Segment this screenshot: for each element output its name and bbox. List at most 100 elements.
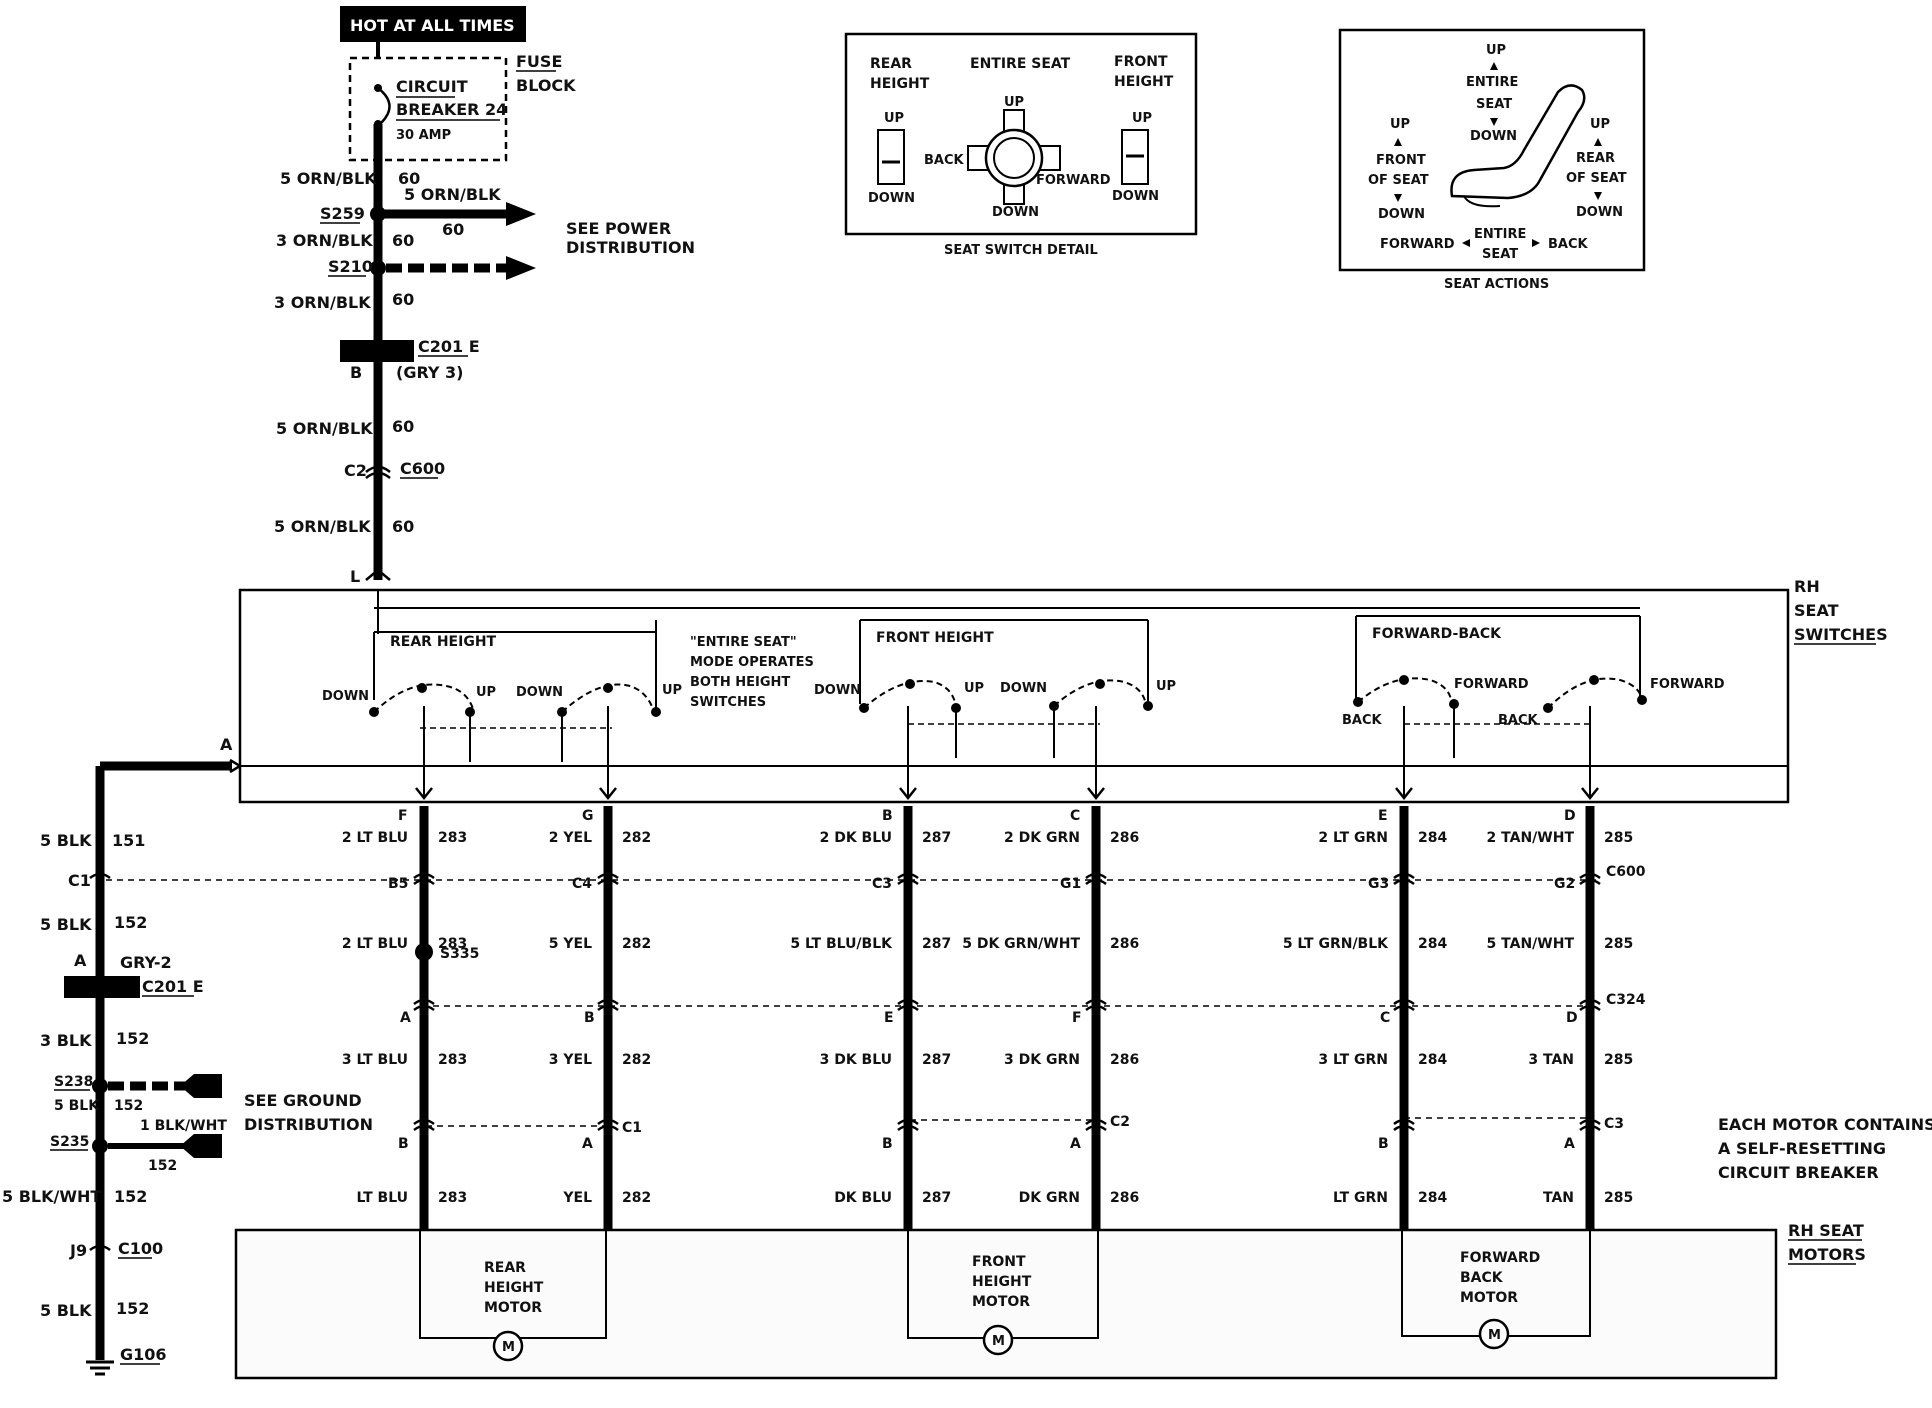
circuit-4-c324-pin: F (1072, 1010, 1082, 1026)
circuit-3-conn-1b (897, 1004, 919, 1012)
sa-down-2: DOWN (1378, 207, 1425, 222)
circuit-2-n1: 282 (622, 830, 651, 846)
circuit-2-arrow (599, 787, 617, 801)
gw-circ-4: 152 (114, 1098, 143, 1114)
motor-1-label-3: MOTOR (484, 1300, 542, 1316)
circuit-1-splice (415, 943, 433, 961)
feed-circ-3: 60 (392, 290, 414, 309)
motor-3-label-1: FORWARD (1460, 1250, 1540, 1266)
gw-c201e: C201 E (142, 977, 204, 996)
circuit-6-conn-0b (1579, 878, 1601, 886)
gw-circ-3: 152 (116, 1029, 149, 1048)
circuit-6-c324-pin: D (1566, 1010, 1578, 1026)
circuit-4-w2: 5 DK GRN/WHT (962, 936, 1080, 952)
front-height-switch-icon (1121, 129, 1149, 185)
circuit-4-c600-pin: G1 (1060, 876, 1081, 892)
sa-seat-2: SEAT (1482, 247, 1518, 262)
circuit-2-n4: 282 (622, 1052, 651, 1068)
circuit-6-w5: TAN (1543, 1190, 1574, 1206)
ssd-entire-seat: ENTIRE SEAT (970, 56, 1071, 72)
rh-seat-switches-box (238, 588, 1790, 804)
ssd-height: HEIGHT (870, 76, 930, 92)
circuit-6-w2: 5 TAN/WHT (1487, 936, 1575, 952)
circuit-4-w4: 3 DK GRN (1004, 1052, 1080, 1068)
circuit-4-n5: 286 (1110, 1190, 1139, 1206)
c201e-label: C201 E (418, 337, 480, 356)
circuit-2-w1: 2 YEL (549, 830, 592, 846)
circuit-2-conn-0b (597, 878, 619, 886)
circuit-1-splice-label: S335 (440, 946, 479, 962)
gry3-label: (GRY 3) (396, 363, 464, 382)
circuit-1-conn-0a (413, 872, 435, 880)
hot-at-all-times-box (340, 6, 526, 42)
fh-up-2: UP (1156, 679, 1176, 694)
circuit-2-conn-1b (597, 1004, 619, 1012)
circuit-1-top-pin: F (398, 808, 408, 824)
circuit-1-m-pin: B (398, 1136, 409, 1152)
circuit-5-w2: 5 LT GRN/BLK (1283, 936, 1389, 952)
circuit-4-n1: 286 (1110, 830, 1139, 846)
circuit-2-top-pin: G (582, 808, 594, 824)
ssd-forward: FORWARD (1036, 173, 1111, 188)
motor-note-2: A SELF-RESETTING (1718, 1139, 1886, 1158)
circuit-4-conn-0a (1085, 872, 1107, 880)
circuit-4-w1: 2 DK GRN (1004, 830, 1080, 846)
ssd-entire-up: UP (1004, 95, 1024, 110)
circuit-4-n2: 286 (1110, 936, 1139, 952)
sa-of-seat-2: OF SEAT (1566, 171, 1627, 186)
motor-2-label-2: HEIGHT (972, 1274, 1032, 1290)
feed-wire-2: 3 ORN/BLK (276, 231, 373, 250)
circuit-5-w4: 3 LT GRN (1318, 1052, 1388, 1068)
seat-switch-detail-caption: SEAT SWITCH DETAIL (944, 243, 1098, 258)
circuit-1-n5: 283 (438, 1190, 467, 1206)
circuit-2-w4: 3 YEL (549, 1052, 592, 1068)
circuit-6-w1: 2 TAN/WHT (1487, 830, 1575, 846)
gw-c100: C100 (118, 1239, 163, 1258)
circuit-5-n5: 284 (1418, 1190, 1447, 1206)
fb-forward-1: FORWARD (1454, 677, 1529, 692)
sa-front: FRONT (1376, 153, 1426, 168)
circuit-5-n1: 284 (1418, 830, 1447, 846)
gw-wire-2: 5 BLK (40, 915, 92, 934)
feed-wire-4: 5 ORN/BLK (276, 419, 373, 438)
circuit-5-conn-1a (1393, 998, 1415, 1006)
sa-up-2: UP (1390, 117, 1410, 132)
rear-height-motor: REAR HEIGHT MOTOR M (419, 1229, 607, 1362)
circuit-6-top-pin: D (1564, 808, 1576, 824)
circuit-5-n2: 284 (1418, 936, 1447, 952)
circuit-5-conn-1b (1393, 1004, 1415, 1012)
seat-actions-caption: SEAT ACTIONS (1444, 277, 1549, 292)
c201e-connector (340, 340, 414, 362)
seat-actions-box (1338, 28, 1646, 272)
circuit-6-conn-0a (1579, 872, 1601, 880)
rh-down-2: DOWN (516, 685, 563, 700)
entire-seat-note-2: MODE OPERATES (690, 655, 814, 670)
motor-2-symbol: M (992, 1334, 1005, 1349)
rh-switches-label: RH (1794, 577, 1820, 596)
circuit-1-conn-1a (413, 998, 435, 1006)
circuit-2-conn-0a (597, 872, 619, 880)
gw-pin-a: A (74, 951, 87, 970)
circuit-breaker-label: CIRCUIT (396, 77, 468, 96)
motor-3-label-2: BACK (1460, 1270, 1504, 1286)
circuit-4-conn-2a (1085, 1118, 1107, 1126)
sa-of-seat-1: OF SEAT (1368, 173, 1429, 188)
circuit-5-conn-2a (1393, 1118, 1415, 1126)
circuit-5-m-pin: B (1378, 1136, 1389, 1152)
gw-c1: C1 (68, 871, 91, 890)
seat-switch-detail-box (844, 32, 1198, 236)
circuit-3-w5: DK BLU (834, 1190, 892, 1206)
gw-wire-4: 5 BLK (54, 1098, 100, 1114)
rear-height-switch-icon (877, 129, 905, 185)
c600-pin: C2 (344, 461, 367, 480)
forward-back-motor: FORWARD BACK MOTOR M (1401, 1229, 1591, 1350)
gw-circ-2: 152 (114, 913, 147, 932)
circuit-1-arrow (415, 787, 433, 801)
motor-3-symbol: M (1488, 1328, 1501, 1343)
sa-entire: ENTIRE (1466, 75, 1518, 90)
fuse-block-label: FUSE (516, 52, 562, 71)
rh-motors-label-2: MOTORS (1788, 1245, 1866, 1264)
circuit-6-conn-2b (1579, 1124, 1601, 1132)
circuit-2-m-pin: A (582, 1136, 593, 1152)
